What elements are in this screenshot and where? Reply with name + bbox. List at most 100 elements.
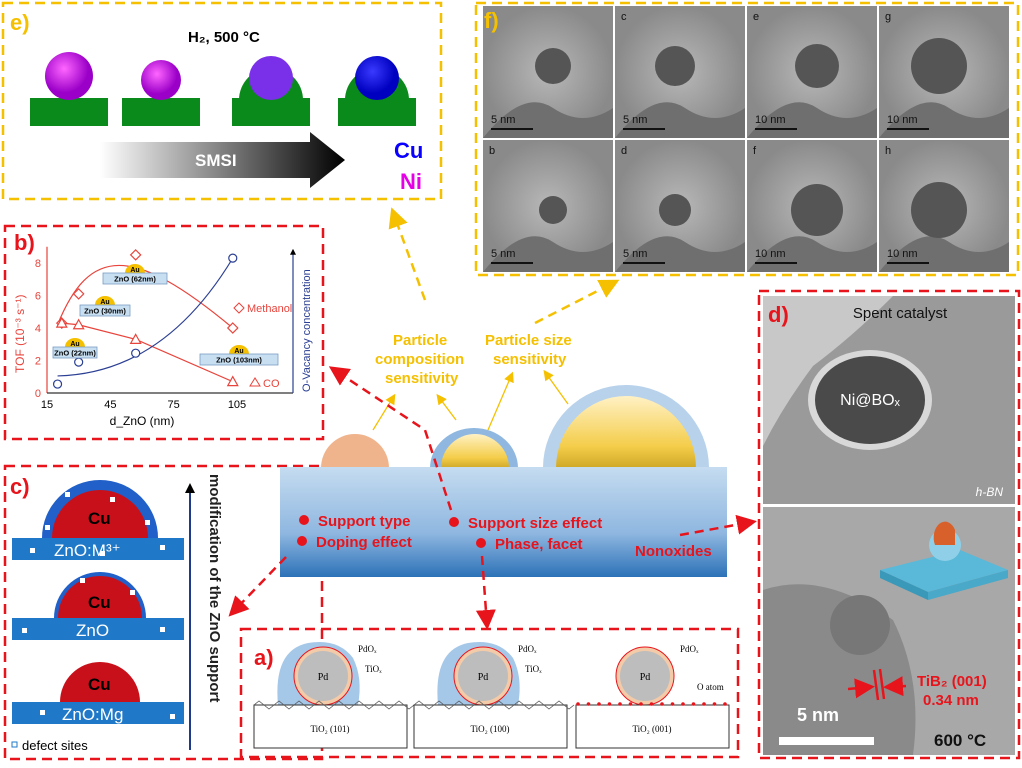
y2-axis-label: O-Vacancy concentration (301, 269, 313, 392)
panel-label: d) (768, 302, 789, 327)
tem-image: b5 nm (483, 140, 613, 272)
subpanel-letter: d (621, 145, 627, 157)
shell-label: PdOₓ (518, 644, 537, 654)
y-tick-label: 4 (35, 323, 41, 335)
subpanel-letter: e (753, 11, 759, 23)
zno-label: ZnO (62nm) (114, 275, 156, 284)
support-label: TiO₂ (100) (470, 724, 509, 734)
legend-methanol: Methanol (247, 303, 292, 315)
legend-co: CO (263, 378, 280, 390)
particle-stage-3 (232, 56, 310, 126)
panel-d: Spent catalyst Ni@BOₓ h-BN d) TiB₂ (001)… (757, 289, 1021, 760)
particle-small (321, 434, 389, 468)
nanoparticle (795, 44, 839, 88)
particle-stage-2 (122, 60, 200, 126)
defect-dots (22, 492, 175, 719)
vacancy-curve (57, 257, 234, 377)
methanol-point (72, 288, 85, 300)
ni-particle (815, 356, 925, 444)
connectors (228, 207, 757, 630)
panel-label: a) (254, 645, 274, 670)
lattice-label: TiB₂ (001) (917, 673, 987, 690)
support-label: ZnO:M³⁺ (54, 541, 121, 560)
co-point (226, 375, 239, 387)
zno-label: ZnO (22nm) (54, 349, 96, 358)
scale-bar (779, 737, 874, 745)
particle-large (556, 396, 696, 468)
defect-legend-icon (11, 741, 18, 748)
o-vacancy-point (228, 253, 238, 263)
panel-e: e) H₂, 500 °C SMSI Cu Ni (1, 1, 443, 201)
smsi-label: SMSI (195, 151, 237, 170)
shell-label: TiOₓ (365, 664, 382, 674)
shell-label: TiOₓ (525, 664, 542, 674)
nanoparticle (911, 182, 967, 238)
nanoparticle (655, 46, 695, 86)
size-label: Particle size (485, 332, 572, 349)
scale-bar-label: 10 nm (887, 248, 918, 260)
x-tick-label: 45 (104, 399, 116, 411)
nanoparticle (659, 194, 691, 226)
panel-c: c) Cu ZnO:M³⁺ Cu ZnO Cu ZnO:Mg defect si… (3, 464, 324, 761)
legend-cu: Cu (394, 138, 423, 163)
bullet-support-size: Support size effect (468, 515, 602, 532)
particle-label: Ni@BOₓ (840, 392, 900, 409)
y-tick-label: 6 (35, 291, 41, 303)
y-tick-label: 8 (35, 258, 41, 270)
scale-bar-label: 10 nm (887, 114, 918, 126)
zno-label: ZnO (103nm) (216, 356, 262, 365)
composition-label: sensitivity (385, 370, 459, 387)
support-label: ZnO:Mg (62, 705, 123, 724)
shell-label: PdOₓ (358, 644, 377, 654)
core-label: Pd (318, 672, 329, 683)
metal-label: Cu (88, 593, 111, 612)
temperature-label: 600 °C (934, 731, 986, 750)
nonoxides-label: Nonoxides (635, 543, 712, 560)
modification-label: modification of the ZnO support (206, 474, 223, 702)
scale-bar-label: 5 nm (491, 248, 515, 260)
nanoparticle (791, 184, 843, 236)
shell-label: O atom (697, 682, 724, 692)
au-label: Au (70, 341, 79, 348)
support-label: TiO₂ (101) (310, 724, 349, 734)
methanol-point (129, 249, 142, 261)
tem-image: f10 nm (747, 140, 877, 272)
tem-image: c5 nm (615, 6, 745, 138)
y-tick-label: 0 (35, 388, 41, 400)
x-tick-label: 15 (41, 399, 53, 411)
panel-label: c) (10, 474, 30, 499)
subpanel-letter: h (885, 145, 891, 157)
o-vacancy-point (52, 379, 63, 389)
co-point (129, 333, 142, 344)
panel-label: b) (14, 230, 35, 255)
tem-image: g10 nm (879, 6, 1009, 138)
bullet-doping-effect: Doping effect (316, 534, 412, 551)
scale-bar-label: 5 nm (623, 248, 647, 260)
panel-label: f) (484, 8, 499, 33)
metal-label: Cu (88, 509, 111, 528)
x-axis-label: d_ZnO (nm) (110, 414, 175, 428)
o-vacancy-point (131, 348, 141, 358)
substrate-label: h-BN (976, 485, 1004, 499)
nanoparticle (535, 48, 571, 84)
composition-label: composition (375, 351, 464, 368)
tem-image: d 5 nm (615, 140, 745, 272)
subpanel-letter: f (753, 145, 757, 157)
y-axis-label: TOF (10⁻³ s⁻¹) (13, 295, 27, 373)
methanol-curve (56, 265, 234, 329)
panel-label: e) (10, 10, 30, 35)
bullet-support-type: Support type (318, 513, 411, 530)
cu-znomg-row: Cu ZnO:Mg (12, 662, 184, 724)
legend-ni: Ni (400, 169, 422, 194)
cu-zno-row: Cu ZnO (12, 572, 184, 640)
center-schematic: Particle composition sensitivity Particl… (280, 332, 727, 577)
